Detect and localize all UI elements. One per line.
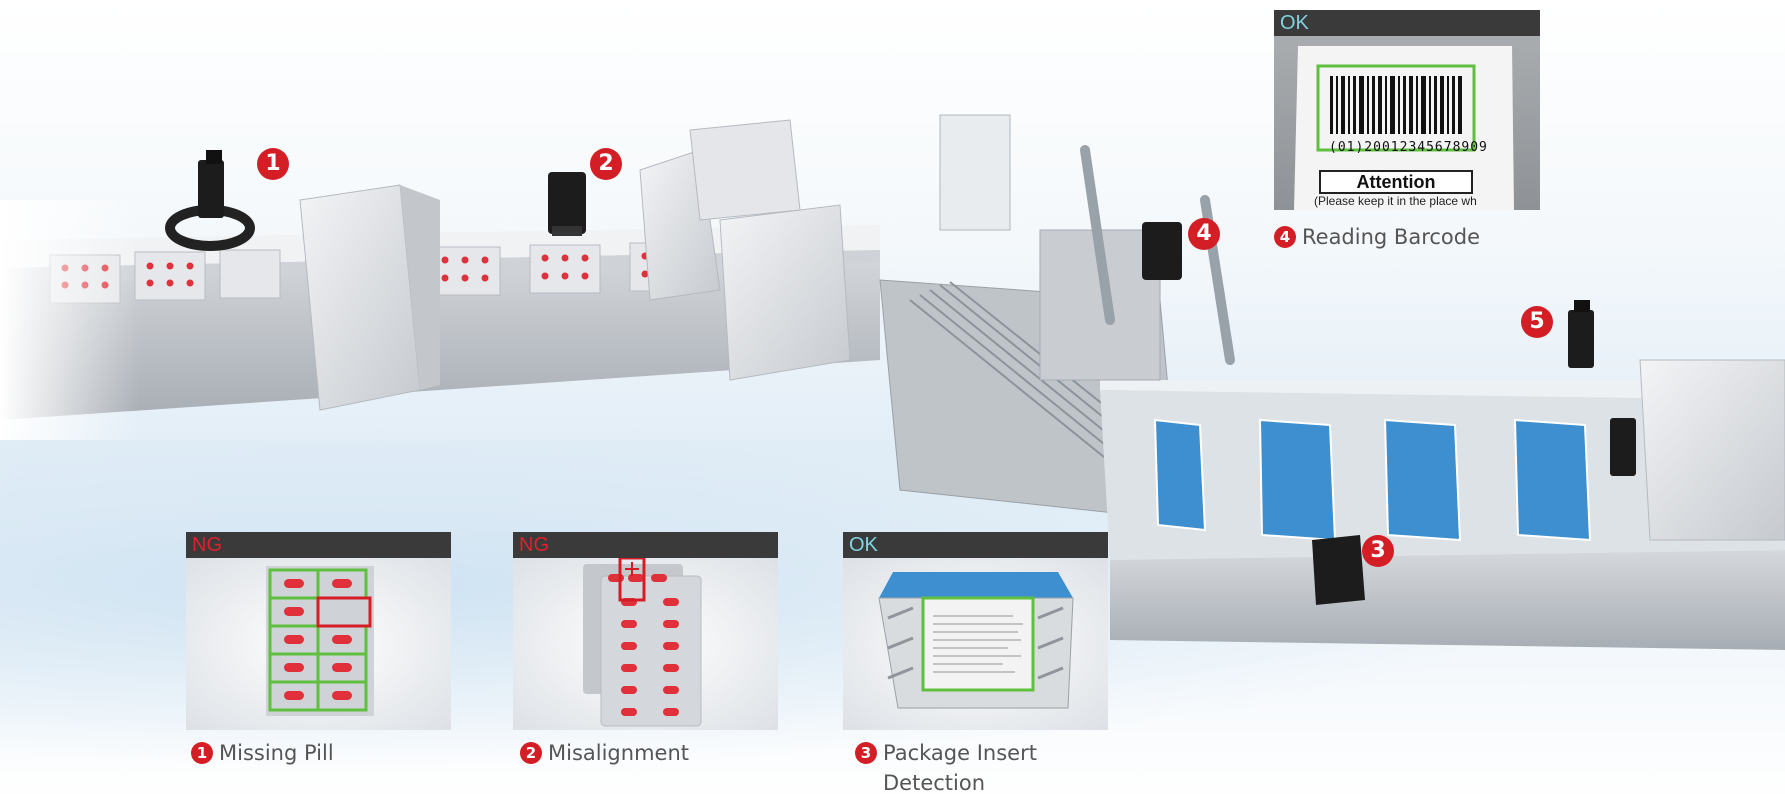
caption-misalignment: 2 Misalignment [520, 738, 689, 768]
caption-text: Package Insert [883, 741, 1037, 765]
camera-1 [165, 150, 255, 251]
camera-3 [1312, 535, 1365, 605]
caption-text: Reading Barcode [1302, 225, 1481, 249]
panel-missing-pill: NG [186, 532, 451, 730]
caption-package-insert: 3 Package Insert Detection [855, 738, 1037, 798]
caption-text-line2: Detection [883, 771, 986, 795]
marker-4: 4 [1188, 218, 1220, 250]
caption-text: Missing Pill [219, 741, 334, 765]
missing-pill-image [186, 558, 451, 730]
cartons [1153, 418, 1592, 542]
caption-missing-pill: 1 Missing Pill [191, 738, 334, 768]
misalignment-image [513, 556, 778, 730]
panel-misalignment: NG [513, 532, 778, 730]
panel-status: OK [1274, 10, 1540, 36]
barcode-number: (01)20012345678909 [1329, 140, 1488, 155]
caption-text: Misalignment [548, 741, 689, 765]
marker-5: 5 [1521, 306, 1553, 338]
caption-number: 4 [1274, 226, 1296, 248]
camera-5 [1568, 300, 1636, 476]
camera-4 [1142, 222, 1182, 280]
panel-barcode: OK (01)20012345678909 Attention (Please … [1274, 10, 1540, 210]
panel-status: NG [186, 532, 451, 558]
marker-1: 1 [257, 148, 289, 180]
panel-status: NG [513, 532, 778, 558]
barcode-image: (01)20012345678909 Attention (Please kee… [1274, 36, 1540, 210]
caption-number: 2 [520, 742, 542, 764]
caption-barcode: 4 Reading Barcode [1274, 222, 1480, 252]
caption-number: 3 [855, 742, 877, 764]
panel-status: OK [843, 532, 1108, 558]
attention-label: Attention [1319, 170, 1473, 194]
camera-2 [548, 172, 586, 236]
caption-number: 1 [191, 742, 213, 764]
caption-text-group: Package Insert Detection [883, 738, 1037, 798]
marker-2: 2 [590, 148, 622, 180]
package-insert-image [843, 558, 1108, 730]
attention-note: (Please keep it in the place wh [1314, 194, 1477, 208]
marker-3: 3 [1362, 535, 1394, 567]
panel-package-insert: OK [843, 532, 1108, 730]
